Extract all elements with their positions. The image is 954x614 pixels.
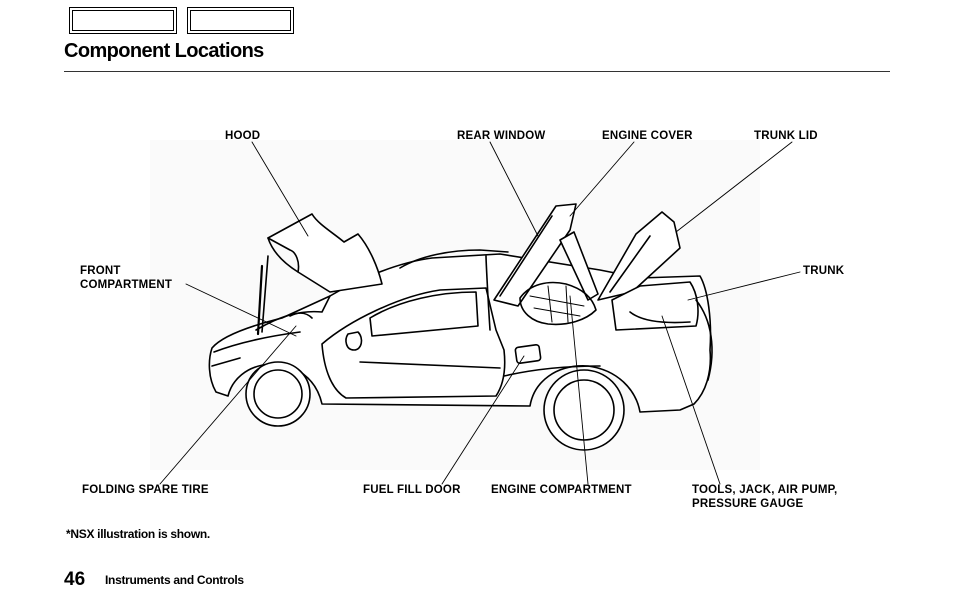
rear-wheel bbox=[543, 369, 625, 451]
hood-prop bbox=[256, 264, 264, 336]
section-title: Instruments and Controls bbox=[105, 573, 244, 587]
callout-fuel-fill-door: FUEL FILL DOOR bbox=[363, 484, 461, 496]
b-pillar bbox=[485, 255, 491, 331]
front-wheel-rim bbox=[253, 369, 303, 419]
callout-front-compartment-line2: COMPARTMENT bbox=[80, 279, 173, 291]
callout-folding-spare-tire: FOLDING SPARE TIRE bbox=[82, 484, 209, 496]
door-crease bbox=[359, 361, 501, 369]
callout-hood: HOOD bbox=[225, 130, 261, 142]
trunk-tray bbox=[629, 311, 691, 324]
callout-tools-line1: TOOLS, JACK, AIR PUMP, bbox=[692, 484, 838, 496]
leader-lines bbox=[159, 141, 801, 485]
side-window bbox=[369, 291, 479, 337]
hood-edge bbox=[267, 237, 299, 273]
page-number: 46 bbox=[64, 569, 86, 590]
callout-front-compartment: FRONT COMPARTMENT bbox=[80, 264, 172, 292]
hood-strut bbox=[261, 255, 269, 333]
rear-window-inner bbox=[499, 215, 553, 297]
trunk-lid-edge bbox=[609, 235, 651, 293]
page-title: Component Locations bbox=[64, 40, 264, 62]
callout-trunk: TRUNK bbox=[803, 265, 845, 277]
roof-line bbox=[399, 249, 509, 269]
tail-section bbox=[695, 299, 713, 381]
front-wheel bbox=[245, 361, 311, 427]
footnote: *NSX illustration is shown. bbox=[66, 527, 210, 541]
rear-window-glass bbox=[493, 203, 577, 307]
callout-trunk-lid: TRUNK LID bbox=[754, 130, 818, 142]
hood-panel bbox=[267, 213, 383, 293]
engine-details bbox=[529, 285, 585, 323]
callout-engine-compartment: ENGINE COMPARTMENT bbox=[491, 484, 632, 496]
nav-tab-1[interactable] bbox=[69, 7, 177, 34]
engine bbox=[519, 281, 597, 326]
side-mirror bbox=[345, 331, 363, 351]
callout-front-compartment-line1: FRONT bbox=[80, 265, 121, 277]
title-divider bbox=[64, 71, 890, 72]
callout-tools: TOOLS, JACK, AIR PUMP, PRESSURE GAUGE bbox=[692, 483, 837, 511]
callout-tools-line2: PRESSURE GAUGE bbox=[692, 498, 804, 510]
headlight bbox=[211, 357, 241, 367]
door-outline bbox=[321, 287, 506, 399]
spare-tire-outline bbox=[289, 312, 313, 319]
callout-engine-cover: ENGINE COVER bbox=[602, 130, 693, 142]
callout-rear-window: REAR WINDOW bbox=[457, 130, 546, 142]
nav-tab-2[interactable] bbox=[187, 7, 294, 34]
engine-cover-panel bbox=[559, 231, 599, 301]
fuel-fill-door bbox=[514, 343, 542, 365]
